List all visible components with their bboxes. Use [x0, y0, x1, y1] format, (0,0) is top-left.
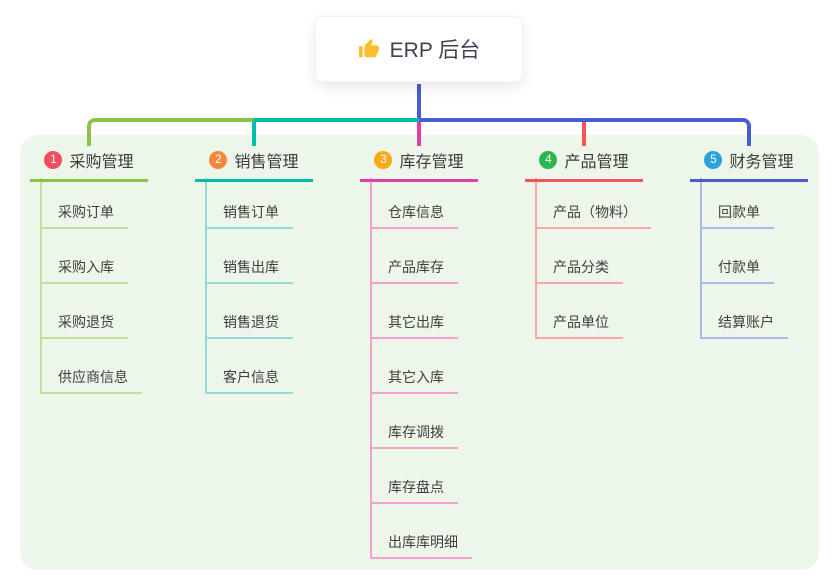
child-node[interactable]: 采购入库	[40, 257, 128, 284]
branch-node-财务管理[interactable]: 5 财务管理	[690, 148, 808, 182]
child-node[interactable]: 出库库明细	[370, 532, 472, 559]
branch-label: 库存管理	[399, 154, 464, 171]
branch-number-badge: 4	[539, 151, 558, 169]
connector-branch-4-drop	[582, 122, 586, 146]
connector-branch-2	[253, 118, 419, 122]
branch-children-connector	[535, 178, 537, 339]
child-node[interactable]: 回款单	[700, 202, 774, 229]
child-node[interactable]: 产品库存	[370, 257, 458, 284]
child-node[interactable]: 供应商信息	[40, 367, 142, 394]
branch-children-connector	[205, 178, 207, 394]
child-node[interactable]: 产品（物料）	[535, 202, 651, 229]
branch-number-badge: 5	[704, 151, 723, 169]
connector-branch-3-drop	[417, 122, 421, 146]
child-node[interactable]: 采购退货	[40, 312, 128, 339]
connector-branch-1	[87, 118, 253, 146]
branch-node-产品管理[interactable]: 4 产品管理	[525, 148, 643, 182]
child-node[interactable]: 销售出库	[205, 257, 293, 284]
branch-label: 采购管理	[69, 154, 134, 171]
mindmap-group-panel	[20, 135, 819, 570]
branch-children-connector	[700, 178, 702, 339]
branch-label: 产品管理	[564, 154, 629, 171]
branch-label: 销售管理	[234, 154, 299, 171]
child-node[interactable]: 其它出库	[370, 312, 458, 339]
child-node[interactable]: 销售退货	[205, 312, 293, 339]
branch-children-connector	[370, 178, 372, 559]
child-node[interactable]: 采购订单	[40, 202, 128, 229]
branch-label: 财务管理	[729, 154, 794, 171]
child-node[interactable]: 产品分类	[535, 257, 623, 284]
child-node[interactable]: 客户信息	[205, 367, 293, 394]
branch-number-badge: 1	[44, 151, 63, 169]
child-node[interactable]: 产品单位	[535, 312, 623, 339]
child-node[interactable]: 销售订单	[205, 202, 293, 229]
child-node[interactable]: 结算账户	[700, 312, 788, 339]
root-stem-line	[417, 84, 421, 122]
child-node[interactable]: 库存调拨	[370, 422, 458, 449]
connector-branch-2-drop	[252, 122, 256, 146]
branch-children-connector	[40, 178, 42, 394]
child-node[interactable]: 其它入库	[370, 367, 458, 394]
thumbs-up-icon	[358, 38, 380, 60]
root-label: ERP 后台	[389, 39, 481, 62]
child-node[interactable]: 库存盘点	[370, 477, 458, 504]
connector-branch-5	[419, 118, 751, 146]
branch-node-采购管理[interactable]: 1 采购管理	[30, 148, 148, 182]
root-node[interactable]: ERP 后台	[315, 16, 523, 82]
child-node[interactable]: 仓库信息	[370, 202, 458, 229]
branch-node-库存管理[interactable]: 3 库存管理	[360, 148, 478, 182]
child-node[interactable]: 付款单	[700, 257, 774, 284]
branch-number-badge: 2	[209, 151, 228, 169]
branch-number-badge: 3	[374, 151, 393, 169]
branch-node-销售管理[interactable]: 2 销售管理	[195, 148, 313, 182]
